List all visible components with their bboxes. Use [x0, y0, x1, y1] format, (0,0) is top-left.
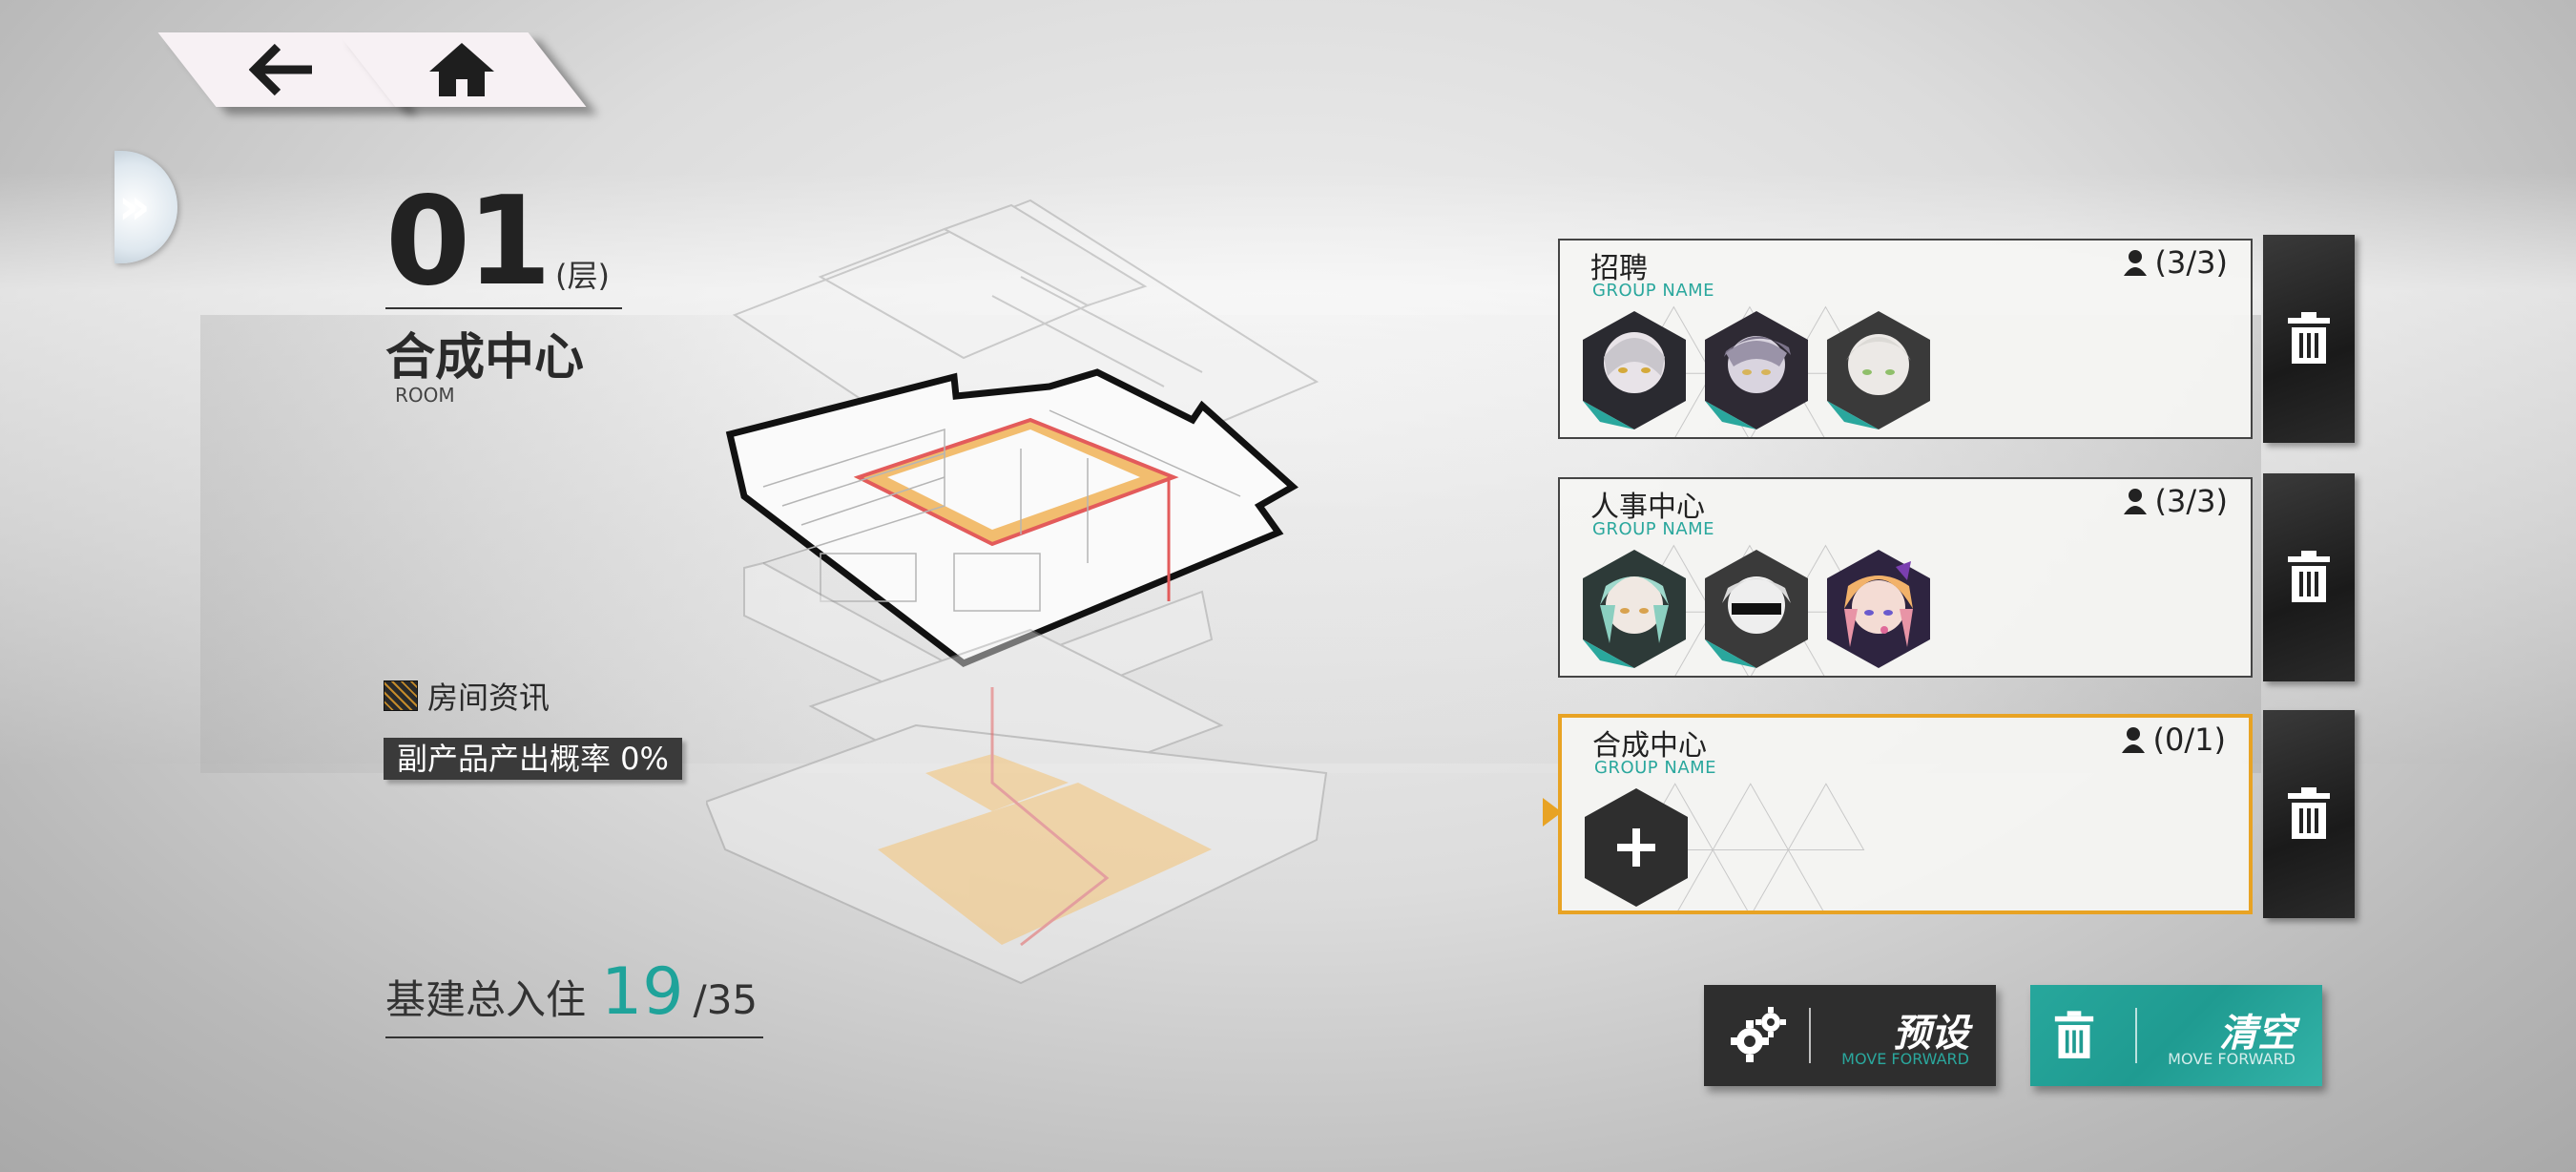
- byproduct-rate: 副产品产出概率 0%: [384, 738, 682, 780]
- back-button[interactable]: [157, 32, 407, 107]
- operator-portrait[interactable]: [1825, 548, 1932, 670]
- operator-list: [1581, 548, 1932, 670]
- clear-button[interactable]: 清空 MOVE FORWARD: [2030, 985, 2322, 1086]
- clear-label: 清空: [2219, 1011, 2296, 1056]
- group-card-recruitment[interactable]: 招聘 GROUP NAME (3/3): [1558, 239, 2253, 439]
- building-diagram: [706, 199, 1328, 985]
- trash-icon: [2054, 1011, 2094, 1058]
- group-subtitle: GROUP NAME: [1592, 519, 1715, 539]
- operator-list: [1581, 309, 1932, 431]
- operator-portrait[interactable]: [1825, 309, 1932, 431]
- group-delete-button[interactable]: [2263, 235, 2355, 443]
- operator-portrait[interactable]: [1703, 309, 1810, 431]
- group-subtitle: GROUP NAME: [1594, 758, 1717, 778]
- home-icon: [429, 43, 494, 96]
- clear-sublabel: MOVE FORWARD: [2168, 1050, 2296, 1068]
- group-count: (3/3): [2123, 244, 2228, 281]
- group-count: (0/1): [2121, 722, 2226, 758]
- operator-portrait[interactable]: [1703, 548, 1810, 670]
- room-info-button[interactable]: 房间资讯: [384, 674, 550, 718]
- title-divider: [385, 307, 622, 309]
- person-icon: [2121, 727, 2145, 753]
- group-count-value: (3/3): [2154, 244, 2228, 281]
- group-count-value: (0/1): [2152, 722, 2226, 758]
- total-max: /35: [693, 976, 758, 1023]
- button-separator: [2135, 1008, 2137, 1063]
- double-chevron-right-icon: »: [118, 178, 151, 236]
- group-title: 人事中心: [1590, 491, 1705, 524]
- trash-icon: [2288, 787, 2330, 839]
- group-card-fabrication[interactable]: 合成中心 GROUP NAME (0/1): [1558, 714, 2253, 914]
- operator-portrait[interactable]: [1581, 548, 1688, 670]
- group-delete-button[interactable]: [2263, 710, 2355, 918]
- home-button[interactable]: [337, 32, 587, 107]
- add-operator-button[interactable]: [1583, 786, 1690, 909]
- floor-number: 01: [385, 171, 551, 313]
- info-stripe-icon: [384, 680, 418, 711]
- room-label: ROOM: [395, 384, 455, 407]
- total-current: 19: [601, 954, 684, 1030]
- group-delete-button[interactable]: [2263, 473, 2355, 681]
- active-group-pointer: [1543, 798, 1562, 827]
- room-info-label: 房间资讯: [427, 680, 551, 716]
- group-title: 合成中心: [1592, 729, 1707, 763]
- person-icon: [2123, 489, 2147, 514]
- group-count: (3/3): [2123, 483, 2228, 519]
- group-title: 招聘: [1590, 252, 1648, 285]
- total-divider: [385, 1036, 763, 1038]
- group-card-hr[interactable]: 人事中心 GROUP NAME (3/3): [1558, 477, 2253, 678]
- group-subtitle: GROUP NAME: [1592, 281, 1715, 301]
- floor-unit: (层): [555, 258, 610, 294]
- group-count-value: (3/3): [2154, 483, 2228, 519]
- operator-portrait[interactable]: [1581, 309, 1688, 431]
- arrow-left-icon: [249, 43, 312, 96]
- trash-icon: [2288, 551, 2330, 602]
- total-label: 基建总入住: [385, 976, 587, 1023]
- person-icon: [2123, 250, 2147, 276]
- preset-label: 预设: [1893, 1011, 1969, 1056]
- room-name: 合成中心: [385, 328, 585, 387]
- gear-icon: [1731, 1007, 1786, 1062]
- trash-icon: [2288, 312, 2330, 364]
- preset-sublabel: MOVE FORWARD: [1841, 1050, 1969, 1068]
- preset-button[interactable]: 预设 MOVE FORWARD: [1704, 985, 1996, 1086]
- total-occupancy: 基建总入住 19 /35: [385, 954, 758, 1030]
- button-separator: [1809, 1008, 1811, 1063]
